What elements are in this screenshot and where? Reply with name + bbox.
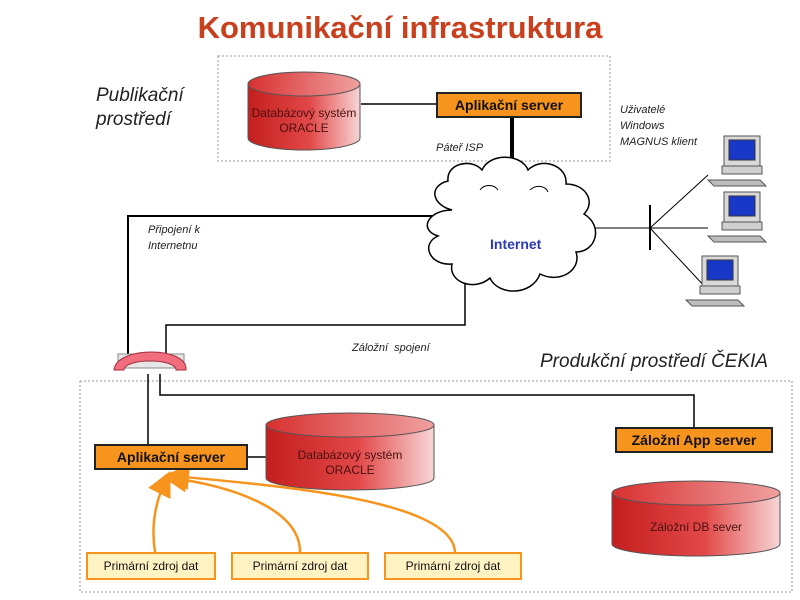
- diagram-title: Komunikační infrastruktura: [197, 10, 603, 45]
- internet-connection-line1: Připojení k: [148, 224, 200, 236]
- publication-app-server: Aplikační server: [436, 92, 582, 118]
- internet-label: Internet: [490, 236, 542, 252]
- publication-database-line2: ORACLE: [279, 121, 329, 135]
- source-arrow-2: [162, 467, 302, 553]
- users-label-line2: Windows: [620, 120, 665, 132]
- production-env-label: Produkční prostředí ČEKIA: [540, 351, 769, 372]
- computer-icon: [706, 191, 768, 243]
- publication-env-label-line2: prostředí: [96, 109, 171, 130]
- publication-env-boundary: [217, 55, 611, 162]
- router-to-backup-line: [159, 374, 695, 427]
- backup-app-server: Záložní App server: [615, 427, 773, 453]
- users-label: Uživatelé Windows MAGNUS klient: [620, 102, 697, 150]
- backup-link-label: Záložní spojení: [352, 342, 430, 354]
- client-link-3: [649, 227, 709, 291]
- internet-connection-line: [127, 215, 440, 360]
- production-env-boundary: [79, 380, 793, 593]
- backup-database-icon: [611, 480, 781, 557]
- source-arrow-3: [164, 464, 457, 553]
- client-link-1: [649, 174, 709, 229]
- data-source-1: Primární zdroj dat: [86, 552, 216, 580]
- backup-connection-line: [165, 282, 466, 360]
- publication-database-line1: Databázový systém: [251, 106, 357, 120]
- cloud-icon: [426, 156, 597, 292]
- production-database-icon: [265, 412, 435, 491]
- internet-connection-label: Připojení k Internetnu: [148, 222, 200, 254]
- users-label-line1: Uživatelé: [620, 104, 666, 116]
- production-database-line2: ORACLE: [325, 463, 375, 477]
- users-label-line3: MAGNUS klient: [620, 136, 698, 148]
- data-source-3: Primární zdroj dat: [384, 552, 522, 580]
- publication-database-label: Databázový systém ORACLE: [248, 106, 360, 136]
- publication-database-icon: [247, 71, 361, 151]
- production-app-server: Aplikační server: [94, 444, 248, 470]
- backup-database-label: Záložní DB sever: [649, 520, 743, 534]
- computer-icon: [706, 135, 768, 187]
- publication-env-label: Publikační prostředí: [96, 84, 184, 132]
- production-database-label: Databázový systém ORACLE: [266, 448, 434, 478]
- production-database-line1: Databázový systém: [297, 448, 403, 462]
- internet-connection-line2: Internetnu: [148, 240, 198, 252]
- data-source-2: Primární zdroj dat: [231, 552, 369, 580]
- source-arrow-1: [148, 471, 171, 553]
- computer-icon: [684, 255, 746, 307]
- isp-backbone-label: Páteř ISP: [436, 142, 484, 154]
- router-icon: [113, 351, 187, 371]
- publication-env-label-line1: Publikační: [96, 85, 184, 106]
